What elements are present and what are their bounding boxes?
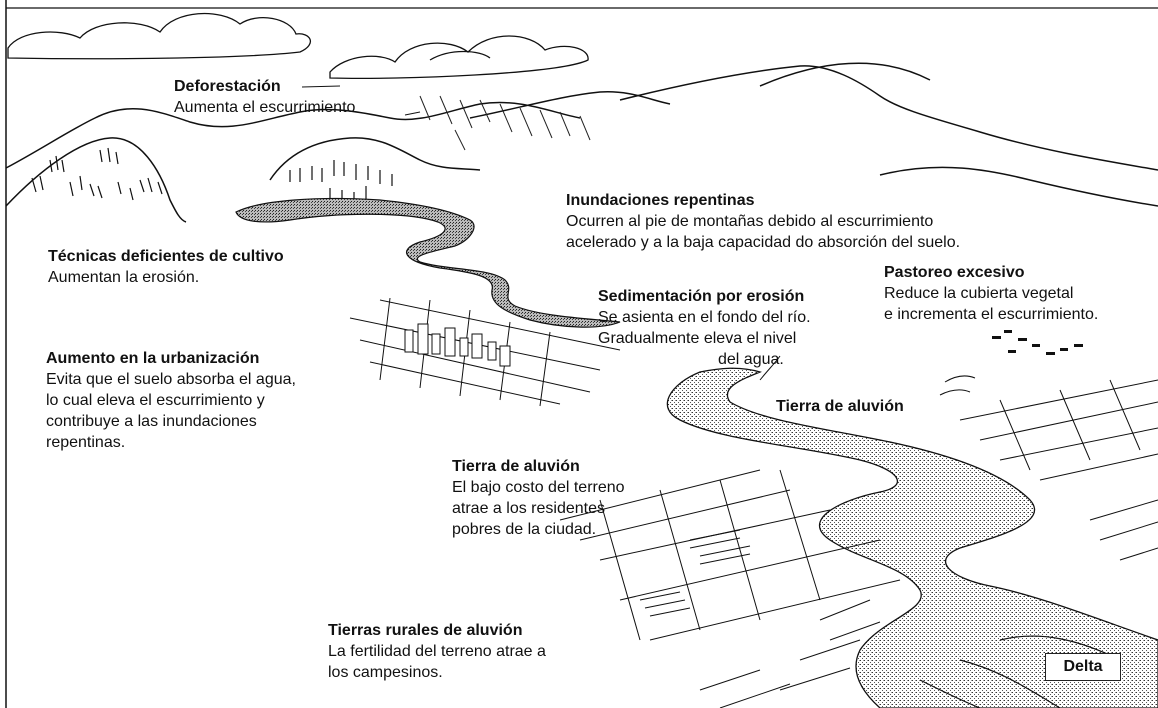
label-tierra-aluvion-right-title: Tierra de aluvión	[776, 398, 904, 415]
cattle	[992, 330, 1083, 355]
label-inundaciones-title: Inundaciones repentinas	[566, 192, 755, 209]
label-tierra-aluvion-mid: Tierra de aluvión El bajo costo del terr…	[452, 456, 625, 540]
river-upper	[235, 197, 621, 328]
mountains	[5, 62, 1158, 223]
label-tecnicas-desc: Aumentan la erosión.	[48, 269, 200, 286]
label-sedimentacion-desc-2: Gradualmente eleva el nivel	[598, 330, 797, 347]
label-pastoreo-desc-2: e incrementa el escurrimiento.	[884, 306, 1099, 323]
label-tierra-aluvion-right: Tierra de aluvión	[776, 396, 904, 417]
label-tecnicas-title: Técnicas deficientes de cultivo	[48, 248, 284, 265]
label-sedimentacion: Sedimentación por erosión Se asienta en …	[598, 286, 811, 370]
vegetation	[31, 147, 393, 204]
label-urbanizacion-desc-3: contribuye a las inundaciones	[46, 413, 257, 430]
label-tierra-aluvion-mid-desc-2: atrae a los residentes	[452, 500, 605, 517]
label-tierra-aluvion-mid-desc-1: El bajo costo del terreno	[452, 479, 625, 496]
city-grid	[349, 297, 621, 407]
label-deforestacion: Deforestación Aumenta el escurrimiento	[174, 76, 355, 118]
label-urbanizacion-title: Aumento en la urbanización	[46, 350, 260, 367]
label-tierra-aluvion-mid-title: Tierra de aluvión	[452, 458, 580, 475]
label-urbanizacion: Aumento en la urbanización Evita que el …	[46, 348, 296, 453]
label-tierras-rurales-title: Tierras rurales de aluvión	[328, 622, 523, 639]
field-grids	[559, 379, 1158, 708]
label-inundaciones: Inundaciones repentinas Ocurren al pie d…	[566, 190, 960, 253]
label-sedimentacion-title: Sedimentación por erosión	[598, 288, 805, 305]
label-deforestacion-desc: Aumenta el escurrimiento	[174, 99, 356, 116]
label-tierras-rurales: Tierras rurales de aluvión La fertilidad…	[328, 620, 546, 683]
label-urbanizacion-desc-2: lo cual eleva el escurrimiento y	[46, 392, 265, 409]
label-sedimentacion-desc-3: del agua.	[718, 351, 784, 368]
label-tierra-aluvion-mid-desc-3: pobres de la ciudad.	[452, 521, 597, 538]
label-pastoreo: Pastoreo excesivo Reduce la cubierta veg…	[884, 262, 1098, 325]
pointers	[301, 85, 976, 396]
rain	[419, 95, 591, 151]
clouds	[7, 12, 589, 80]
label-tierras-rurales-desc-1: La fertilidad del terreno atrae a	[328, 643, 546, 660]
label-pastoreo-title: Pastoreo excesivo	[884, 264, 1025, 281]
label-inundaciones-desc-1: Ocurren al pie de montañas debido al esc…	[566, 213, 934, 230]
label-deforestacion-title: Deforestación	[174, 78, 281, 95]
label-tierras-rurales-desc-2: los campesinos.	[328, 664, 443, 681]
river-lower	[666, 367, 1158, 708]
label-urbanizacion-desc-4: repentinas.	[46, 434, 126, 451]
label-delta: Delta	[1045, 653, 1121, 681]
label-inundaciones-desc-2: acelerado y a la baja capacidad do absor…	[566, 234, 961, 251]
label-tecnicas: Técnicas deficientes de cultivo Aumentan…	[48, 246, 284, 288]
label-urbanizacion-desc-1: Evita que el suelo absorba el agua,	[46, 371, 296, 388]
label-sedimentacion-desc-1: Se asienta en el fondo del río.	[598, 309, 811, 326]
label-pastoreo-desc-1: Reduce la cubierta vegetal	[884, 285, 1074, 302]
